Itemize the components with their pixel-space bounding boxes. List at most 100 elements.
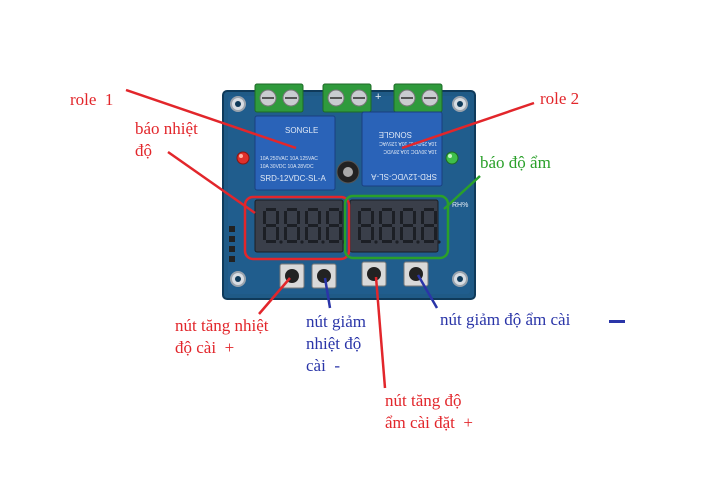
minus-dash	[609, 320, 625, 323]
segment	[392, 211, 395, 224]
hum-up-button[interactable]	[361, 261, 387, 287]
green-led	[445, 151, 459, 165]
temp-down-button[interactable]	[311, 263, 337, 289]
temp-up-button[interactable]	[279, 263, 305, 289]
hum-up-pointer	[374, 276, 387, 389]
segment	[329, 224, 339, 227]
segment	[297, 227, 300, 240]
segment	[424, 240, 434, 243]
segment	[329, 240, 339, 243]
relay-2-model: SRD-12VDC-SL-A	[371, 172, 437, 181]
segment	[379, 227, 382, 240]
decimal-point	[437, 240, 441, 244]
segment	[308, 224, 318, 227]
segment	[339, 227, 342, 240]
humidity-highlight-box	[343, 194, 450, 260]
segment	[297, 211, 300, 224]
pin-header	[229, 226, 235, 262]
relay-2: SONGLE 10A 250VAC 10A 125VAC 10A 30VDC 1…	[361, 111, 443, 187]
segment	[287, 240, 297, 243]
relay-1: SONGLE 10A 250VAC 10A 125VAC 10A 30VDC 1…	[254, 115, 336, 191]
silk-plus: +	[375, 91, 381, 103]
terminal-block-power	[322, 83, 372, 113]
segment	[371, 211, 374, 224]
segment	[263, 227, 266, 240]
segment	[424, 224, 434, 227]
segment	[413, 227, 416, 240]
segment	[358, 227, 361, 240]
segment	[339, 211, 342, 224]
relay-1-rating-2: 10A 30VDC 10A 28VDC	[260, 164, 314, 170]
relay-1-brand: SONGLE	[285, 126, 318, 135]
segment	[413, 211, 416, 224]
decimal-point	[395, 240, 399, 244]
segment	[361, 224, 371, 227]
temperature-display	[254, 199, 346, 253]
segment	[400, 211, 403, 224]
label-hum-down: nút giảm độ ẩm cài	[440, 310, 571, 329]
relay-1-rating-1: 10A 250VAC 10A 125VAC	[260, 156, 318, 162]
segment	[308, 208, 318, 211]
hum-down-pointer	[416, 274, 439, 309]
segment	[358, 211, 361, 224]
segment	[392, 227, 395, 240]
decimal-point	[300, 240, 304, 244]
temp-display-pointer	[167, 150, 256, 215]
temp-up-pointer	[258, 277, 291, 315]
hum-down-button[interactable]	[403, 261, 429, 287]
decimal-point	[279, 240, 283, 244]
segment	[329, 208, 339, 211]
segment	[379, 211, 382, 224]
temperature-highlight-box	[243, 195, 351, 261]
capacitor	[336, 160, 360, 184]
segment	[305, 211, 308, 224]
segment	[361, 240, 371, 243]
relay-2-rating-2: 10A 30VDC 10A 28VDC	[383, 148, 437, 154]
segment	[308, 240, 318, 243]
segment	[382, 208, 392, 211]
segment	[284, 211, 287, 224]
segment	[403, 208, 413, 211]
segment	[371, 227, 374, 240]
terminal-block-relay2	[393, 83, 443, 113]
segment	[284, 227, 287, 240]
label-temp-indicator: báo nhiệt độ	[135, 119, 198, 160]
segment	[287, 224, 297, 227]
segment	[326, 211, 329, 224]
terminal-block-relay1	[254, 83, 304, 113]
segment	[434, 227, 437, 240]
segment	[400, 227, 403, 240]
label-humidity-indicator: báo độ ẩm	[480, 153, 551, 172]
segment	[266, 208, 276, 211]
segment	[266, 224, 276, 227]
relay-1-model: SRD-12VDC-SL-A	[260, 174, 326, 183]
temp-down-pointer	[323, 277, 332, 309]
humidity-display	[349, 199, 441, 253]
segment	[305, 227, 308, 240]
label-temp-up: nút tăng nhiệt độ cài +	[175, 316, 269, 357]
decimal-point	[416, 240, 420, 244]
red-led	[236, 151, 250, 165]
segment	[361, 208, 371, 211]
segment	[266, 240, 276, 243]
label-role-2: role 2	[540, 89, 580, 108]
segment	[326, 227, 329, 240]
segment	[403, 240, 413, 243]
segment	[318, 211, 321, 224]
segment	[421, 227, 424, 240]
segment	[421, 211, 424, 224]
relay-2-rating-1: 10A 250VAC 10A 125VAC	[379, 140, 437, 146]
role2-pointer	[401, 101, 535, 150]
label-temp-down: nút giảm nhiệt độ cài -	[306, 312, 366, 375]
role1-pointer	[125, 88, 297, 150]
silk-rh: RH%	[452, 202, 468, 209]
segment	[382, 224, 392, 227]
label-hum-up: nút tăng độ ẩm cài đặt +	[385, 391, 473, 432]
segment	[276, 211, 279, 224]
hum-display-pointer	[443, 175, 481, 210]
segment	[382, 240, 392, 243]
decimal-point	[374, 240, 378, 244]
segment	[403, 224, 413, 227]
label-role-1: role 1	[70, 90, 114, 109]
